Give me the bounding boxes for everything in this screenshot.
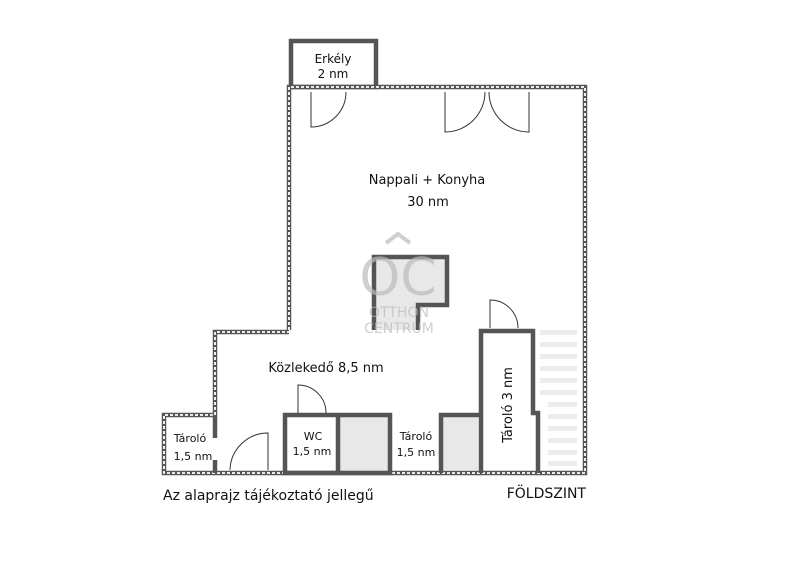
storage-door [489,299,519,329]
living-area: 30 nm [407,195,449,210]
wc-area: 1,5 nm [293,445,332,458]
svg-text:OC: OC [359,248,436,308]
shaft-right [443,417,478,470]
balcony-door [310,91,347,128]
storage-left-name: Tároló [173,432,207,445]
disclaimer: Az alaprajz tájékoztató jellegű [163,488,374,504]
walls [161,38,588,476]
wc-name: WC [304,430,323,443]
chimney-block [374,257,447,305]
storage-left-area: 1,5 nm [174,450,213,463]
shaft-left [340,417,390,470]
entrance-door [229,432,269,471]
living-name: Nappali + Konyha [369,173,486,188]
svg-text:OTTHON: OTTHON [369,305,429,321]
svg-text:CENTRUM: CENTRUM [364,321,434,337]
storage-mid-name: Tároló [399,430,433,443]
staircase [540,330,577,466]
doors [229,91,530,471]
chimney-block-lower [374,300,418,330]
terrace-door-right [488,91,530,133]
watermark-logo: OC OTTHON CENTRUM [359,231,437,337]
terrace-door-left [444,91,486,133]
balcony-area: 2 nm [318,67,349,81]
storage-right-label: Tároló 3 nm [501,367,516,444]
balcony-name: Erkély [315,52,352,66]
storage-mid-area: 1,5 nm [397,446,436,459]
wc-door [297,384,327,414]
corridor-label: Közlekedő 8,5 nm [268,361,383,376]
level-label: FÖLDSZINT [507,484,587,502]
